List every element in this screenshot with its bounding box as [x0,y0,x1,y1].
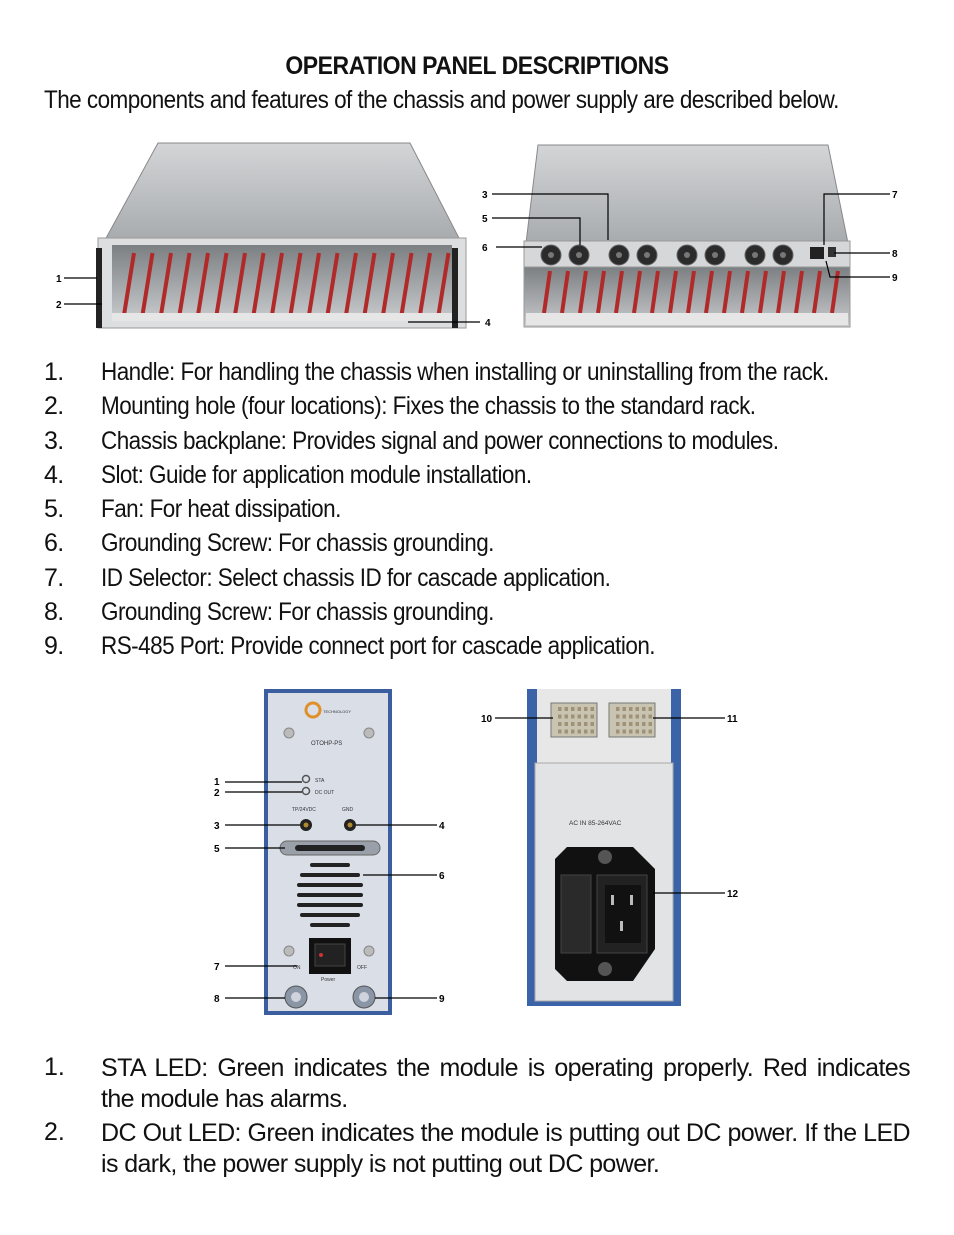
callout-9: 9 [439,994,445,1005]
callout-3: 3 [482,190,488,201]
psu-component-list: 1. STA LED: Green indicates the module i… [44,1053,911,1183]
chassis-component-list: 1.Handle: For handling the chassis when … [44,358,924,667]
callout-1: 1 [214,777,220,788]
gnd-label: GND [342,807,354,813]
list-item: 4.Slot: Guide for application module ins… [44,460,532,489]
intro-paragraph: The components and features of the chass… [44,86,839,114]
callout-5: 5 [482,214,488,225]
list-item: 7.ID Selector: Select chassis ID for cas… [44,563,611,592]
callout-2: 2 [56,300,62,311]
list-item: 2. DC Out LED: Green indicates the modul… [44,1118,911,1178]
callout-9: 9 [892,273,898,284]
chassis-rear-photo: 3 5 6 7 8 9 [482,144,898,328]
psu-rear-photo: AC IN 85-264VAC 10 11 12 [481,689,739,1006]
callout-5: 5 [214,844,220,855]
sta-label: STA [315,778,325,784]
tp-label: TP/24VDC [292,807,316,813]
callout-6: 6 [439,871,445,882]
callout-11: 11 [727,714,738,725]
chassis-front-photo: 1 2 4 [56,142,491,329]
off-label: OFF [357,965,367,971]
callout-10: 10 [481,714,493,725]
list-item: 5.Fan: For heat dissipation. [44,495,341,524]
list-item: 9.RS-485 Port: Provide connect port for … [44,632,656,661]
dcout-label: DC OUT [315,790,334,796]
list-item: 3.Chassis backplane: Provides signal and… [44,426,779,455]
list-item: 8.Grounding Screw: For chassis grounding… [44,598,494,627]
callout-1: 1 [56,274,62,285]
callout-6: 6 [482,243,488,254]
callout-2: 2 [214,788,220,799]
callout-4: 4 [485,318,491,329]
page-title: OPERATION PANEL DESCRIPTIONS [285,52,669,80]
callout-8: 8 [214,994,220,1005]
list-item: 1.Handle: For handling the chassis when … [44,358,829,386]
list-item: 1. STA LED: Green indicates the module i… [44,1053,911,1113]
ac-label: AC IN 85-264VAC [569,820,622,827]
on-label: ON [293,965,301,971]
callout-7: 7 [214,962,220,973]
psu-front-photo: TECHNOLOGY OTOHP-PS STA DC OUT TP/24VDC … [214,689,445,1015]
callout-4: 4 [439,821,445,832]
callout-12: 12 [727,889,739,900]
list-item: 2.Mounting hole (four locations): Fixes … [44,392,756,421]
power-label: Power [321,977,336,983]
logo-text: TECHNOLOGY [323,709,351,714]
model-label: OTOHP-PS [311,741,342,747]
callout-7: 7 [892,190,898,201]
callout-8: 8 [892,249,898,260]
list-item: 6.Grounding Screw: For chassis grounding… [44,529,494,558]
callout-3: 3 [214,821,220,832]
